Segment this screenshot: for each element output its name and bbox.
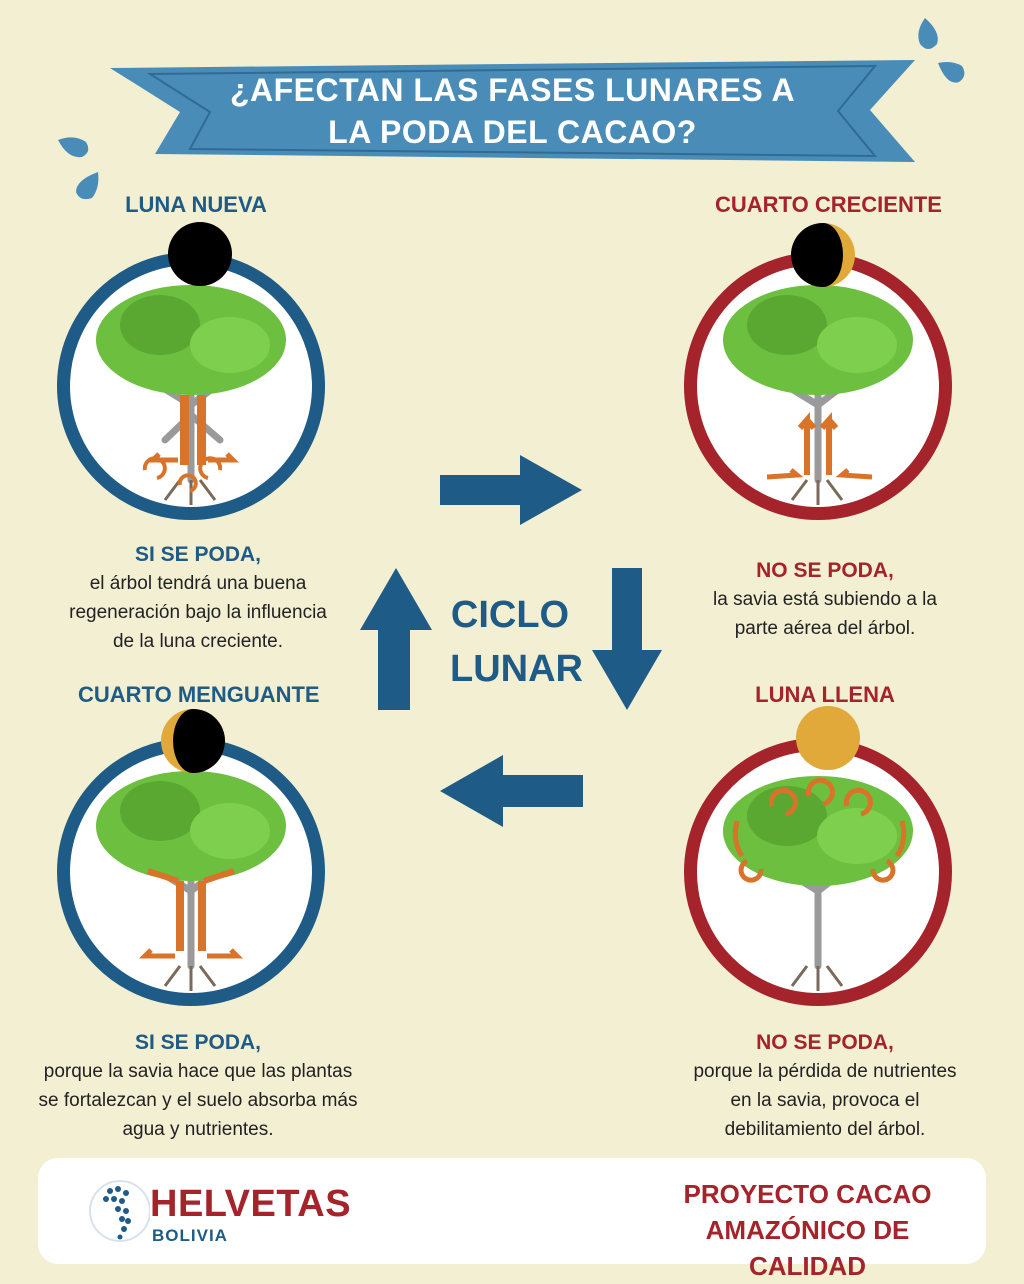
new-moon-icon xyxy=(168,222,232,286)
brand-name: HELVETAS xyxy=(150,1183,352,1225)
page-title-line1: ¿AFECTAN LAS FASES LUNARES A xyxy=(229,72,796,108)
cuarto-creciente-circle xyxy=(684,252,952,520)
arrow-up-icon xyxy=(360,568,432,710)
project-name-line1: PROYECTO CACAO xyxy=(683,1179,932,1209)
cuarto-menguante-line: agua y nutrientes. xyxy=(122,1119,274,1140)
phase-title-cuarto-creciente: CUARTO CRECIENTE xyxy=(715,192,942,217)
globe-logo-icon xyxy=(89,1180,150,1242)
luna-nueva-description: SI SE PODA, el árbol tendrá una buena re… xyxy=(48,540,348,656)
luna-nueva-lead: SI SE PODA, xyxy=(134,543,262,566)
cycle-label: CICLO LUNAR xyxy=(450,588,583,696)
arrow-down-icon xyxy=(592,568,662,710)
tree-illustration-icon xyxy=(96,285,286,505)
luna-llena-circle xyxy=(684,738,952,1006)
cuarto-menguante-circle xyxy=(57,738,325,1006)
phase-title-cuarto-menguante: CUARTO MENGUANTE xyxy=(78,682,320,707)
luna-nueva-line: de la luna creciente. xyxy=(112,631,284,652)
luna-llena-line: debilitamiento del árbol. xyxy=(724,1119,926,1140)
phase-title-luna-nueva: LUNA NUEVA xyxy=(125,192,267,217)
tree-illustration-icon xyxy=(723,285,913,505)
cuarto-creciente-description: NO SE PODA, la savia está subiendo a la … xyxy=(675,556,975,643)
footer-panel xyxy=(38,1158,986,1264)
arrow-left-icon xyxy=(440,755,583,827)
page-title-line2: LA PODA DEL CACAO? xyxy=(328,114,697,150)
luna-llena-line: porque la pérdida de nutrientes xyxy=(693,1061,957,1082)
cuarto-creciente-line: la savia está subiendo a la xyxy=(713,589,937,610)
cuarto-menguante-line: porque la savia hace que las plantas xyxy=(43,1061,353,1082)
cuarto-menguante-description: SI SE PODA, porque la savia hace que las… xyxy=(28,1028,368,1144)
cuarto-menguante-lead: SI SE PODA, xyxy=(134,1031,262,1054)
cycle-label-line1: CICLO xyxy=(450,594,570,636)
cuarto-menguante-line: se fortalezcan y el suelo absorba más xyxy=(38,1090,358,1111)
luna-nueva-circle xyxy=(57,252,325,520)
cuarto-creciente-lead: NO SE PODA, xyxy=(756,559,894,582)
waning-moon-icon xyxy=(161,709,225,773)
project-name: PROYECTO CACAO AMAZÓNICO DE CALIDAD xyxy=(665,1176,950,1284)
waxing-moon-icon xyxy=(791,223,855,287)
cycle-label-line2: LUNAR xyxy=(450,648,583,690)
luna-llena-line: en la savia, provoca el xyxy=(730,1090,920,1111)
full-moon-icon xyxy=(796,706,860,770)
title-banner: ¿AFECTAN LAS FASES LUNARES A LA PODA DEL… xyxy=(110,60,915,162)
project-name-line2: AMAZÓNICO DE CALIDAD xyxy=(705,1215,910,1281)
phase-title-luna-llena: LUNA LLENA xyxy=(755,682,895,707)
cuarto-creciente-line: parte aérea del árbol. xyxy=(734,618,916,639)
luna-llena-description: NO SE PODA, porque la pérdida de nutrien… xyxy=(675,1028,975,1144)
water-drops-decoration xyxy=(58,18,965,200)
tree-illustration-icon xyxy=(723,776,913,991)
luna-nueva-line: regeneración bajo la influencia xyxy=(69,602,327,623)
brand-subtitle: BOLIVIA xyxy=(152,1226,228,1245)
arrow-right-icon xyxy=(440,455,582,525)
luna-nueva-line: el árbol tendrá una buena xyxy=(89,573,307,594)
tree-illustration-icon xyxy=(96,771,286,991)
luna-llena-lead: NO SE PODA, xyxy=(756,1031,894,1054)
